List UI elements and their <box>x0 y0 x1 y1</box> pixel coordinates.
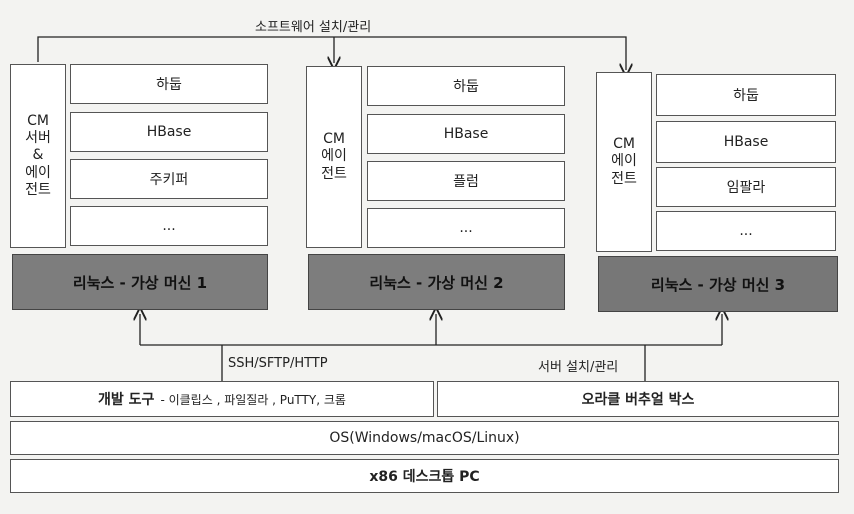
vm3-cm-box: CM 에이 전트 <box>596 72 652 252</box>
pc-box: x86 데스크톱 PC <box>10 459 839 493</box>
vm1-stack-2: 주키퍼 <box>70 159 268 199</box>
vm2-stack-2: 플럼 <box>367 161 565 201</box>
vm2-stack-0: 하둡 <box>367 66 565 106</box>
vm3-stack-1: HBase <box>656 121 836 163</box>
vm2-stack-3: ... <box>367 208 565 248</box>
os-box: OS(Windows/macOS/Linux) <box>10 421 839 455</box>
top-label: 소프트웨어 설치/관리 <box>255 20 372 35</box>
vm2-label: 리눅스 - 가상 머신 2 <box>308 254 565 310</box>
vm1-cm-box: CM 서버 & 에이 전트 <box>10 64 66 248</box>
vm3-label: 리눅스 - 가상 머신 3 <box>598 256 838 312</box>
vm2-cm-label: CM 에이 전트 <box>321 131 347 182</box>
vm1-stack-0: 하둡 <box>70 64 268 104</box>
vm1-stack-1: HBase <box>70 112 268 152</box>
vm3-cm-label: CM 에이 전트 <box>611 136 637 187</box>
dev-tools-title: 개발 도구 <box>98 392 155 408</box>
vm3-stack-2: 임팔라 <box>656 167 836 207</box>
vm1-label: 리눅스 - 가상 머신 1 <box>12 254 268 310</box>
virtualbox-box: 오라클 버추얼 박스 <box>437 381 839 417</box>
ssh-label: SSH/SFTP/HTTP <box>228 356 328 371</box>
dev-tools-box: 개발 도구 - 이클립스 , 파일질라 , PuTTY, 크롬 <box>10 381 434 417</box>
vm1-stack-3: ... <box>70 206 268 246</box>
vm2-stack-1: HBase <box>367 114 565 154</box>
server-label: 서버 설치/관리 <box>538 360 619 375</box>
vm3-stack-0: 하둡 <box>656 74 836 116</box>
dev-tools-detail: - 이클립스 , 파일질라 , PuTTY, 크롬 <box>160 392 346 407</box>
top-bracket-line <box>37 36 626 70</box>
vm3-stack-3: ... <box>656 211 836 251</box>
vm1-cm-label: CM 서버 & 에이 전트 <box>25 113 51 198</box>
vm2-cm-box: CM 에이 전트 <box>306 66 362 248</box>
